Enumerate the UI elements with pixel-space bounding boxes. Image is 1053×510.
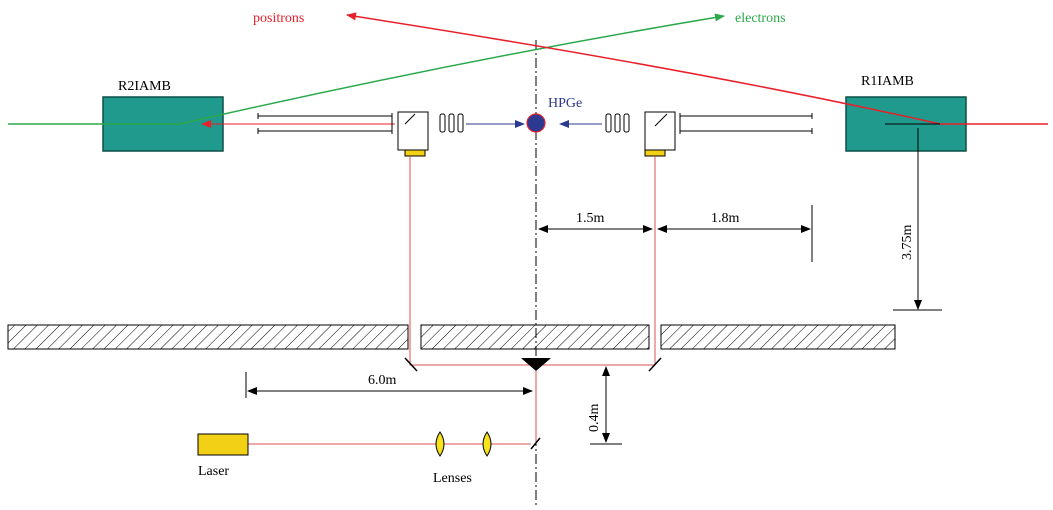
hpge-detector — [526, 113, 546, 133]
right-window — [644, 149, 666, 157]
left-collimator — [439, 113, 464, 133]
dimension-3-75m: 3.75m — [893, 128, 942, 311]
laser-box — [197, 433, 249, 456]
wall — [7, 324, 896, 350]
right-collimator — [605, 113, 630, 133]
lenses-label: Lenses — [433, 471, 472, 486]
dim-3-75m-label: 3.75m — [900, 225, 915, 261]
dimension-1-5m: 1.5m — [538, 211, 653, 233]
right-magnet-label: R1IAMB — [861, 74, 914, 89]
laser-label: Laser — [198, 464, 229, 479]
left-window — [404, 149, 426, 157]
electron-beam — [8, 13, 725, 125]
right-beam-pipe — [644, 111, 813, 151]
dimension-0-4m: 0.4m — [587, 366, 622, 445]
hpge-label: HPGe — [548, 96, 582, 111]
laser-path — [248, 156, 656, 445]
dim-1-8m-label: 1.8m — [711, 211, 740, 226]
dim-6-0m-label: 6.0m — [368, 373, 397, 388]
dim-0-4m-label: 0.4m — [587, 404, 602, 433]
left-beam-pipe — [257, 111, 429, 151]
dimension-1-8m: 1.8m — [657, 205, 813, 262]
beam-splitter — [521, 358, 551, 371]
mirror-left — [404, 357, 418, 372]
mirror-right — [648, 357, 662, 372]
electrons-label: electrons — [735, 11, 786, 26]
positrons-label: positrons — [253, 11, 304, 26]
dimension-6-0m: 6.0m — [245, 372, 533, 398]
mirror-bottom — [530, 437, 541, 450]
left-magnet-label: R2IAMB — [118, 79, 171, 94]
positron-beam — [346, 12, 1048, 125]
lens-2 — [482, 431, 492, 457]
dim-1-5m-label: 1.5m — [576, 211, 605, 226]
lens-1 — [435, 431, 445, 457]
